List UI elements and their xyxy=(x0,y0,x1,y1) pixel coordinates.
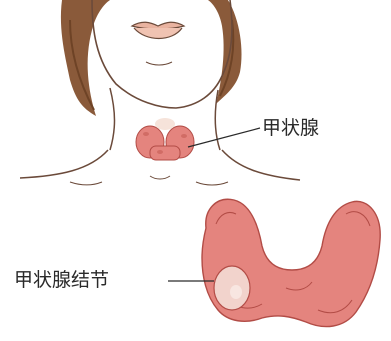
collarbone-right xyxy=(196,182,228,185)
lips-lower xyxy=(134,28,182,39)
shoulder-right xyxy=(222,150,300,180)
thyroid-small xyxy=(136,118,194,160)
hair-right xyxy=(208,0,242,104)
thyroid-leader-line xyxy=(188,128,260,147)
collarbone-left xyxy=(70,182,102,185)
neck-left xyxy=(110,88,115,150)
chin-crease xyxy=(146,62,172,65)
shoulder-left xyxy=(20,150,108,178)
sternal-notch xyxy=(150,176,170,179)
hair-left xyxy=(61,0,110,116)
thyroid-nodule-label: 甲状腺结节 xyxy=(14,271,109,290)
thyroid-label: 甲状腺 xyxy=(262,119,319,138)
thyroid-large xyxy=(202,199,380,326)
lips-upper xyxy=(132,22,184,29)
face-outline xyxy=(92,0,232,108)
